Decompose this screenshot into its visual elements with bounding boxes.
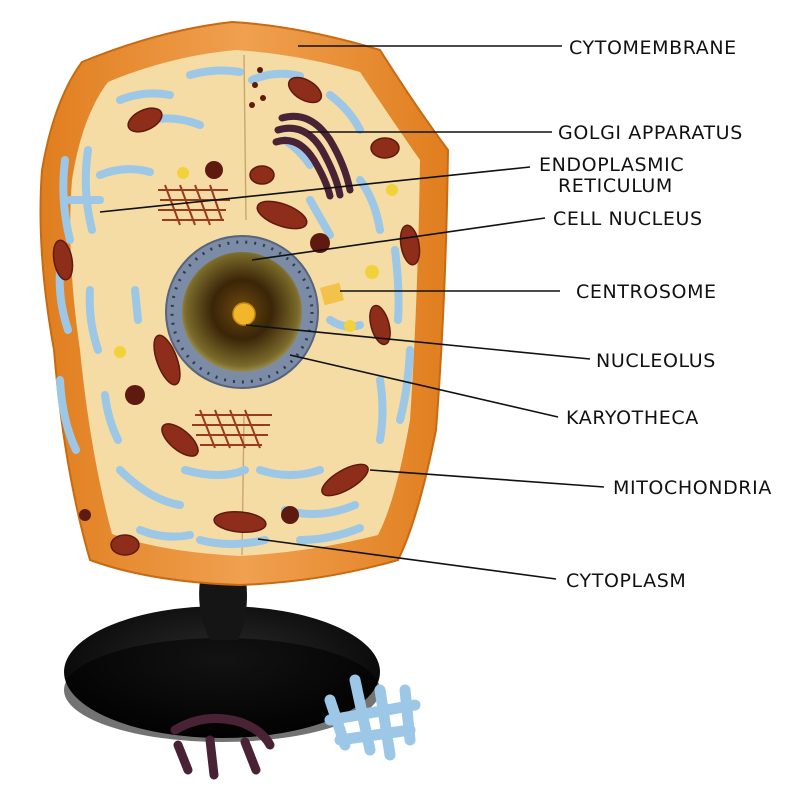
cell-model — [39, 20, 450, 587]
leader-mitochondria — [369, 469, 605, 488]
label-karyotheca: KARYOTHECA — [566, 407, 699, 429]
loose-golgi-piece — [170, 713, 275, 780]
cell-nucleus — [165, 235, 319, 389]
nucleolus — [232, 302, 256, 326]
loose-er-piece — [324, 674, 421, 761]
label-reticulum: RETICULUM — [558, 175, 673, 197]
label-mitochondria: MITOCHONDRIA — [613, 477, 772, 499]
vesicles — [79, 67, 398, 524]
leader-nucleus — [251, 217, 546, 261]
model-stand — [64, 580, 380, 742]
stand-base-rim — [64, 638, 380, 742]
label-nucleolus: NUCLEOLUS — [596, 350, 716, 372]
label-cytoplasm: CYTOPLASM — [566, 570, 686, 592]
golgi-apparatus — [272, 112, 354, 200]
label-cell-nucleus: CELL NUCLEUS — [553, 208, 703, 230]
mitochondria-group — [52, 76, 421, 556]
centrosome — [320, 282, 344, 306]
leader-er — [99, 166, 531, 213]
karyotheca-pores — [170, 240, 314, 384]
leader-lines — [99, 45, 605, 580]
label-endoplasmic: ENDOPLASMIC — [539, 154, 684, 176]
leader-cytoplasm — [257, 538, 557, 580]
leader-nucleolus — [245, 324, 591, 360]
stand-column — [199, 580, 247, 640]
leader-karyotheca — [289, 354, 559, 418]
label-centrosome: CENTROSOME — [576, 281, 717, 303]
endoplasmic-reticulum — [55, 66, 414, 548]
label-cytomembrane: CYTOMEMBRANE — [569, 37, 737, 59]
labels: CYTOMEMBRANE GOLGI APPARATUS ENDOPLASMIC… — [539, 37, 772, 592]
label-golgi-apparatus: GOLGI APPARATUS — [558, 122, 743, 144]
